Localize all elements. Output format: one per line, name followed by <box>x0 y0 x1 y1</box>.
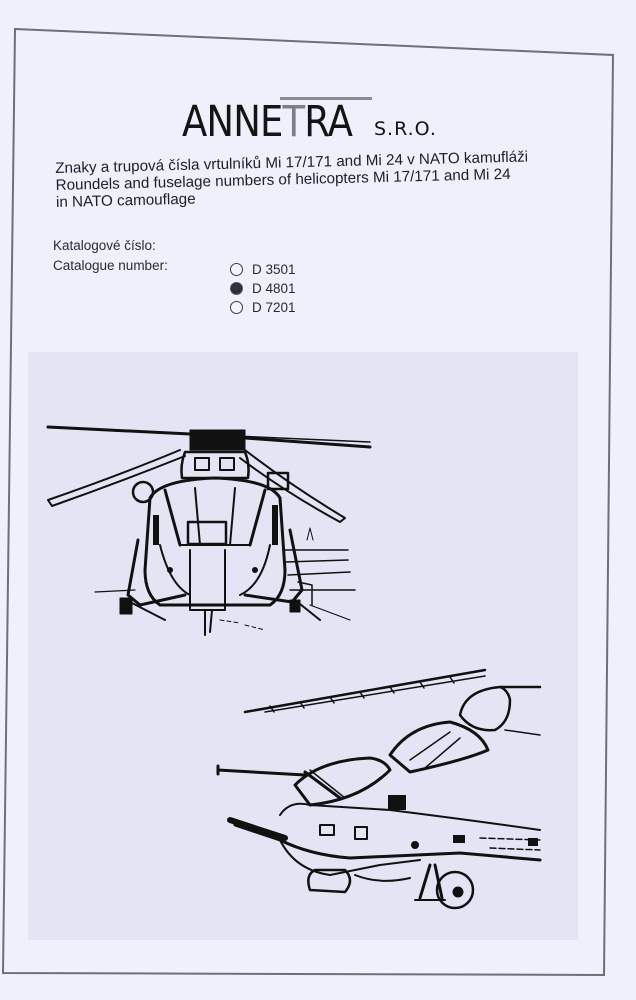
option-label: D 3501 <box>252 262 296 277</box>
option-label: D 7201 <box>252 300 296 315</box>
catalogue-option-d3501[interactable]: D 3501 <box>230 260 296 279</box>
radio-unchecked-icon[interactable] <box>230 301 243 314</box>
illustration-panel <box>28 352 578 940</box>
annetra-logo: ANNETRA S.R.O. <box>182 92 462 152</box>
catalogue-labels: Katalogové číslo: Catalogue number: <box>53 236 168 276</box>
logo-text-ra: RA <box>304 97 353 147</box>
logo-text-anne: ANNE <box>182 97 283 147</box>
catalogue-label-english: Catalogue number: <box>53 258 168 273</box>
catalogue-option-d7201[interactable]: D 7201 <box>230 298 296 317</box>
logo-t-glyph: T <box>282 97 306 147</box>
catalogue-option-d4801[interactable]: D 4801 <box>230 279 296 298</box>
catalogue-number-options: D 3501 D 4801 D 7201 <box>230 260 296 317</box>
product-title: Znaky a trupová čísla vrtulníků Mi 17/17… <box>55 147 596 211</box>
logo-suffix: S.R.O. <box>374 118 437 140</box>
logo-crossbar <box>280 97 372 100</box>
logo-wordmark: ANNETRA <box>182 97 353 147</box>
option-label: D 4801 <box>252 281 296 296</box>
catalogue-label-czech: Katalogové číslo: <box>53 238 156 253</box>
radio-checked-icon[interactable] <box>230 282 243 295</box>
radio-unchecked-icon[interactable] <box>230 263 243 276</box>
